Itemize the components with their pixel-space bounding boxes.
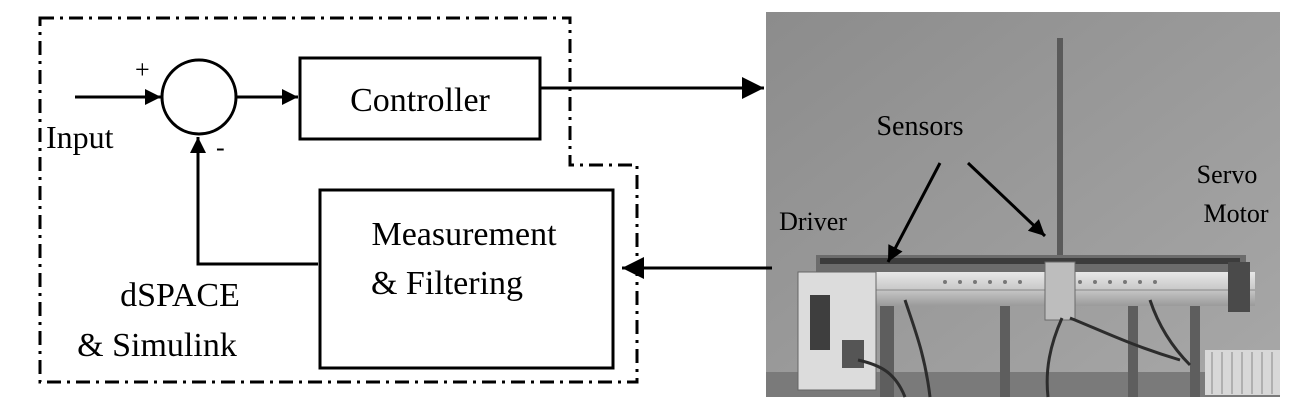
- feedback-arrow: [190, 137, 318, 266]
- dspace-label-line1: dSPACE: [120, 277, 240, 314]
- measurement-block: [318, 188, 615, 370]
- sensors-label: Sensors: [876, 111, 963, 142]
- controller-block: [298, 56, 542, 141]
- measurement-label-line2: & Filtering: [371, 265, 523, 302]
- controller-label: Controller: [350, 82, 490, 119]
- summing-junction: [160, 58, 238, 136]
- measurement-label-line1: Measurement: [371, 216, 557, 253]
- apparatus-photo: [766, 12, 1280, 398]
- input-label: Input: [46, 119, 114, 155]
- driver-label: Driver: [779, 207, 847, 236]
- dspace-boundary: [38, 16, 639, 384]
- cables: [857, 299, 1192, 398]
- radiator: [1205, 350, 1280, 395]
- sensor-arrow-right: [966, 161, 1047, 238]
- cart: [1044, 261, 1076, 321]
- plus-sign: +: [135, 55, 150, 84]
- driver-box: [797, 271, 877, 391]
- servo-label-line1: Servo: [1197, 160, 1258, 189]
- pendulum-rod: [1057, 38, 1063, 270]
- sensor-arrow-left: [886, 162, 942, 263]
- servo-motor-block: [1228, 262, 1250, 312]
- servo-label-line2: Motor: [1204, 199, 1269, 228]
- minus-sign: -: [216, 133, 225, 162]
- dspace-label-line2: & Simulink: [77, 327, 237, 364]
